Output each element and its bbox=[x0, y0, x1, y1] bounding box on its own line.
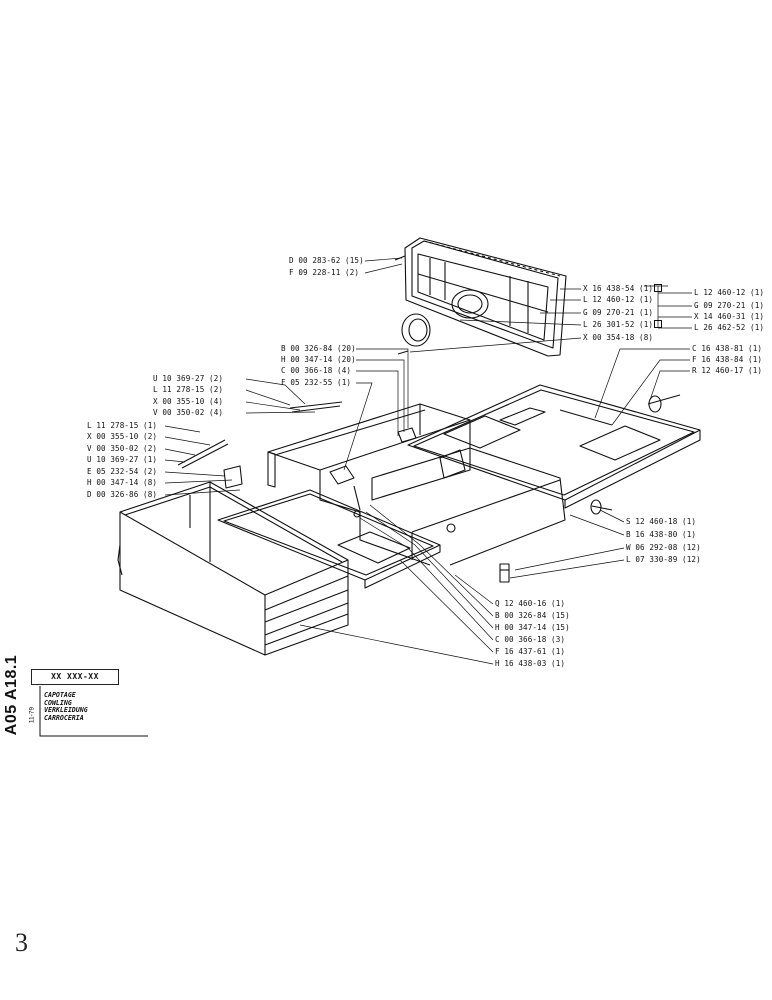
callout-label: G 09 270-21 (1) bbox=[694, 301, 765, 310]
callout-label: F 16 438-84 (1) bbox=[692, 355, 763, 364]
callout-label: R 12 460-17 (1) bbox=[692, 366, 763, 375]
callout-label: F 05 232-55 (1) bbox=[281, 378, 352, 387]
callout-label: G 09 270-21 (1) bbox=[583, 308, 654, 317]
callout-label: B 00 326-84 (15) bbox=[495, 611, 570, 620]
callout-label: X 16 438-54 (1) bbox=[583, 284, 663, 293]
callout-label: W 06 292-08 (12) bbox=[626, 543, 701, 552]
callout-label: Q 12 460-16 (1) bbox=[495, 599, 566, 608]
callout-label: L 11 278-15 (1) bbox=[87, 421, 158, 430]
callout-label: C 00 366-18 (4) bbox=[281, 366, 352, 375]
callout-label: S 12 460-18 (1) bbox=[626, 517, 697, 526]
grid-box-icon bbox=[654, 320, 663, 328]
part-number-box: XX XXX-XX bbox=[31, 669, 119, 685]
callout-label: L 12 460-12 (1) bbox=[583, 295, 654, 304]
grid-box-icon bbox=[654, 284, 663, 292]
callout-label: L 12 460-12 (1) bbox=[694, 288, 765, 297]
leader-lines bbox=[164, 257, 692, 665]
title-line-en: COWLING bbox=[44, 698, 72, 707]
callout-label: B 00 326-84 (20) bbox=[281, 344, 356, 353]
callout-label: V 00 350-02 (4) bbox=[153, 408, 224, 417]
callout-label: L 07 330-89 (12) bbox=[626, 555, 701, 564]
callout-label: E 05 232-54 (2) bbox=[87, 467, 158, 476]
title-line-fr: CAPOTAGE bbox=[44, 691, 76, 699]
filter-panel-drawing bbox=[401, 237, 567, 357]
callout-label: D 00 326-86 (8) bbox=[87, 490, 158, 499]
title-lines: CAPOTAGE COWLING VERKLEIDUNG CARROCERIA bbox=[44, 691, 88, 722]
callout-label: L 11 278-15 (2) bbox=[153, 385, 224, 394]
callout-label: H 16 438-03 (1) bbox=[495, 659, 566, 668]
callout-label: U 10 369-27 (1) bbox=[87, 455, 158, 464]
callout-label: C 00 366-18 (3) bbox=[495, 635, 566, 644]
callout-label: F 09 228-11 (2) bbox=[289, 268, 360, 277]
callout-label: H 00 347-14 (20) bbox=[281, 355, 356, 364]
page-number: 3 bbox=[15, 928, 28, 957]
callout-label: H 00 347-14 (15) bbox=[495, 623, 570, 632]
title-line-de: VERKLEIDUNG bbox=[44, 706, 88, 715]
callout-label: X 00 355-10 (4) bbox=[153, 397, 224, 406]
callout-label: V 00 350-02 (2) bbox=[87, 444, 158, 453]
callout-label: X 00 354-18 (8) bbox=[583, 333, 654, 342]
callout-label: F 16 437-61 (1) bbox=[495, 647, 566, 656]
callout-label: L 26 301-52 (1) bbox=[583, 320, 663, 329]
page-code: A05 A18.1 bbox=[3, 654, 20, 736]
callout-label: L 26 462-52 (1) bbox=[694, 323, 765, 332]
callout-label: X 14 460-31 (1) bbox=[694, 312, 765, 321]
title-line-es: CARROCERIA bbox=[44, 713, 84, 722]
title-block-frame bbox=[39, 686, 148, 737]
front-door-panel-drawing bbox=[217, 489, 441, 589]
callout-label: X 00 355-10 (2) bbox=[87, 432, 158, 441]
callout-label: U 10 369-27 (2) bbox=[153, 374, 224, 383]
callout-label: C 16 438-81 (1) bbox=[692, 344, 763, 353]
right-door-panel-drawing bbox=[407, 384, 701, 509]
hardware-drawing bbox=[177, 255, 681, 583]
callout-label: D 00 283-62 (15) bbox=[289, 256, 364, 265]
side-box-drawing bbox=[117, 481, 349, 656]
callout-label: H 00 347-14 (8) bbox=[87, 478, 158, 487]
callout-label: B 16 438-80 (1) bbox=[626, 530, 697, 539]
